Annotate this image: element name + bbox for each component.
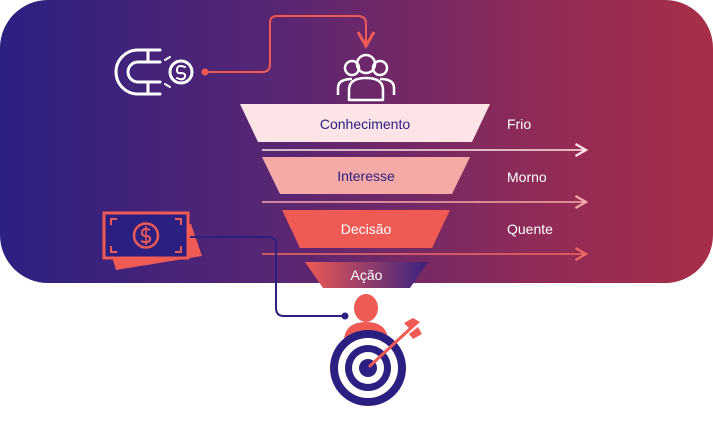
funnel-stage-decisao [282,210,450,248]
stage-label-acao: Ação [350,267,383,283]
stage-label-conhecimento: Conhecimento [319,116,411,132]
people-icon [336,53,396,102]
temperature-label-quente: Quente [507,221,553,237]
money-icon [102,211,202,270]
magnet-icon [114,48,194,96]
connector-money [190,236,349,320]
funnel-stage-interesse [262,157,470,194]
target-icon [330,318,422,406]
funnel-stage-conhecimento [240,104,490,142]
temperature-label-morno: Morno [507,169,547,185]
stage-label-interesse: Interesse [337,168,395,184]
stage-label-decisao: Decisão [340,221,392,237]
temperature-label-frio: Frio [507,116,532,132]
funnel-stage-acao [305,262,428,288]
connector-magnet [201,15,376,76]
